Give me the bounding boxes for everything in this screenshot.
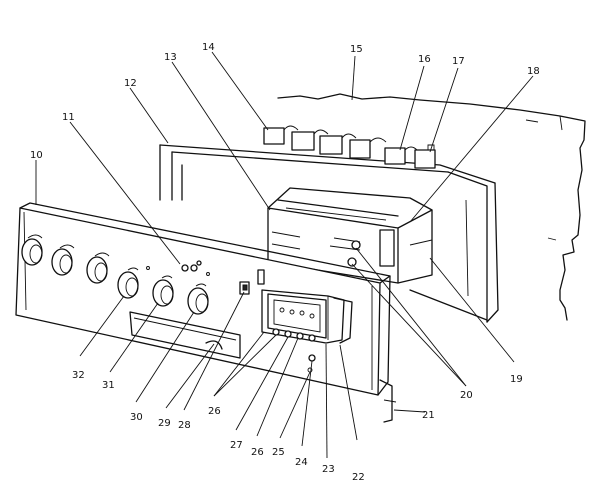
label-27: 27 — [230, 440, 243, 451]
part-number-labels: 10 11 12 13 14 15 16 17 18 19 20 21 22 2… — [30, 42, 540, 483]
label-30: 30 — [130, 412, 143, 423]
knob — [86, 252, 110, 284]
clock-assembly-parts-22-28 — [239, 240, 397, 423]
knob — [117, 267, 139, 299]
label-20: 20 — [460, 390, 473, 401]
mounting-frame-part-12 — [159, 144, 499, 323]
label-31: 31 — [102, 380, 115, 391]
knob — [51, 244, 75, 276]
label-23: 23 — [322, 464, 335, 475]
control-knobs-parts-30-31-32 — [21, 234, 210, 315]
label-19: 19 — [510, 374, 523, 385]
label-17: 17 — [452, 56, 465, 67]
knob — [21, 234, 43, 266]
label-15: 15 — [350, 44, 363, 55]
label-25: 25 — [272, 447, 285, 458]
label-10: 10 — [30, 150, 43, 161]
leader-lines — [35, 51, 534, 459]
label-12: 12 — [124, 78, 137, 89]
label-13: 13 — [164, 52, 177, 63]
label-28: 28 — [178, 420, 191, 431]
rear-switches-parts-14-16-17 — [263, 125, 436, 169]
label-24: 24 — [295, 457, 308, 468]
rear-panel-part-15 — [277, 93, 586, 321]
label-32: 32 — [72, 370, 85, 381]
label-14: 14 — [202, 42, 215, 53]
knob — [152, 275, 174, 307]
label-16: 16 — [418, 54, 431, 65]
label-26-b: 26 — [251, 447, 264, 458]
label-29: 29 — [158, 418, 171, 429]
label-21: 21 — [422, 410, 435, 421]
label-26-a: 26 — [208, 406, 221, 417]
label-22: 22 — [352, 472, 365, 483]
label-18: 18 — [527, 66, 540, 77]
label-11: 11 — [62, 112, 75, 123]
knob — [187, 283, 209, 315]
